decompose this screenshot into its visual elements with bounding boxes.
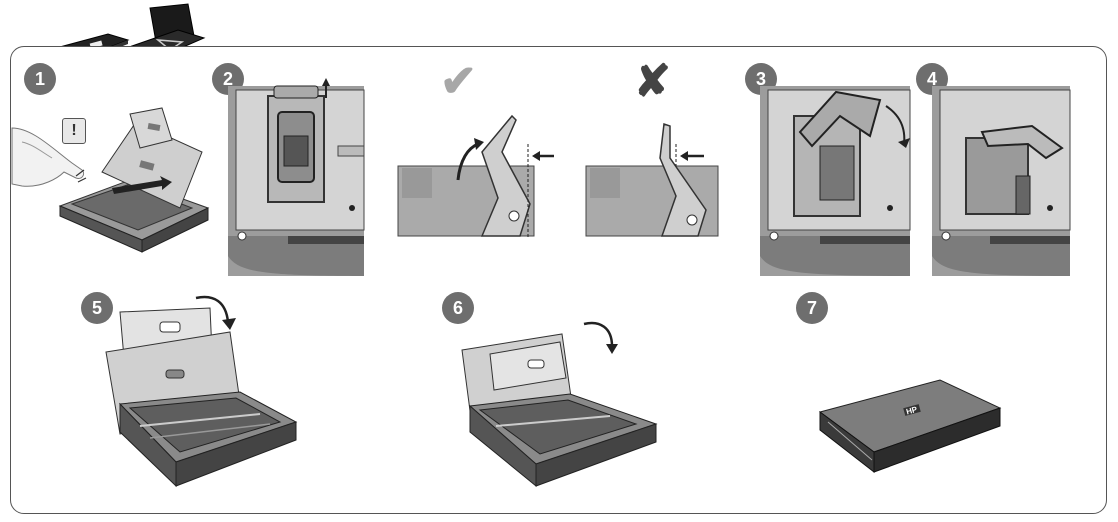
step-5-badge: 5 (81, 292, 113, 324)
incorrect-cross-icon: ✘ (634, 57, 671, 106)
warning-icon: ! (62, 118, 86, 144)
step-7-illustration: HP (818, 379, 1002, 474)
step-1-illustration (11, 107, 210, 253)
step-6-illustration (461, 321, 658, 488)
incorrect-latch-illustration (585, 122, 719, 237)
step-3-illustration (760, 86, 911, 276)
brand-logo: HP (905, 405, 919, 417)
step-7-badge: 7 (796, 292, 828, 324)
step-6-badge: 6 (442, 292, 474, 324)
step-1-badge: 1 (24, 63, 56, 95)
step-4-illustration (932, 86, 1071, 276)
correct-check-icon: ✔ (440, 57, 477, 106)
correct-latch-illustration (397, 114, 554, 238)
step-5-illustration (105, 295, 298, 488)
step-2-illustration (228, 78, 365, 276)
